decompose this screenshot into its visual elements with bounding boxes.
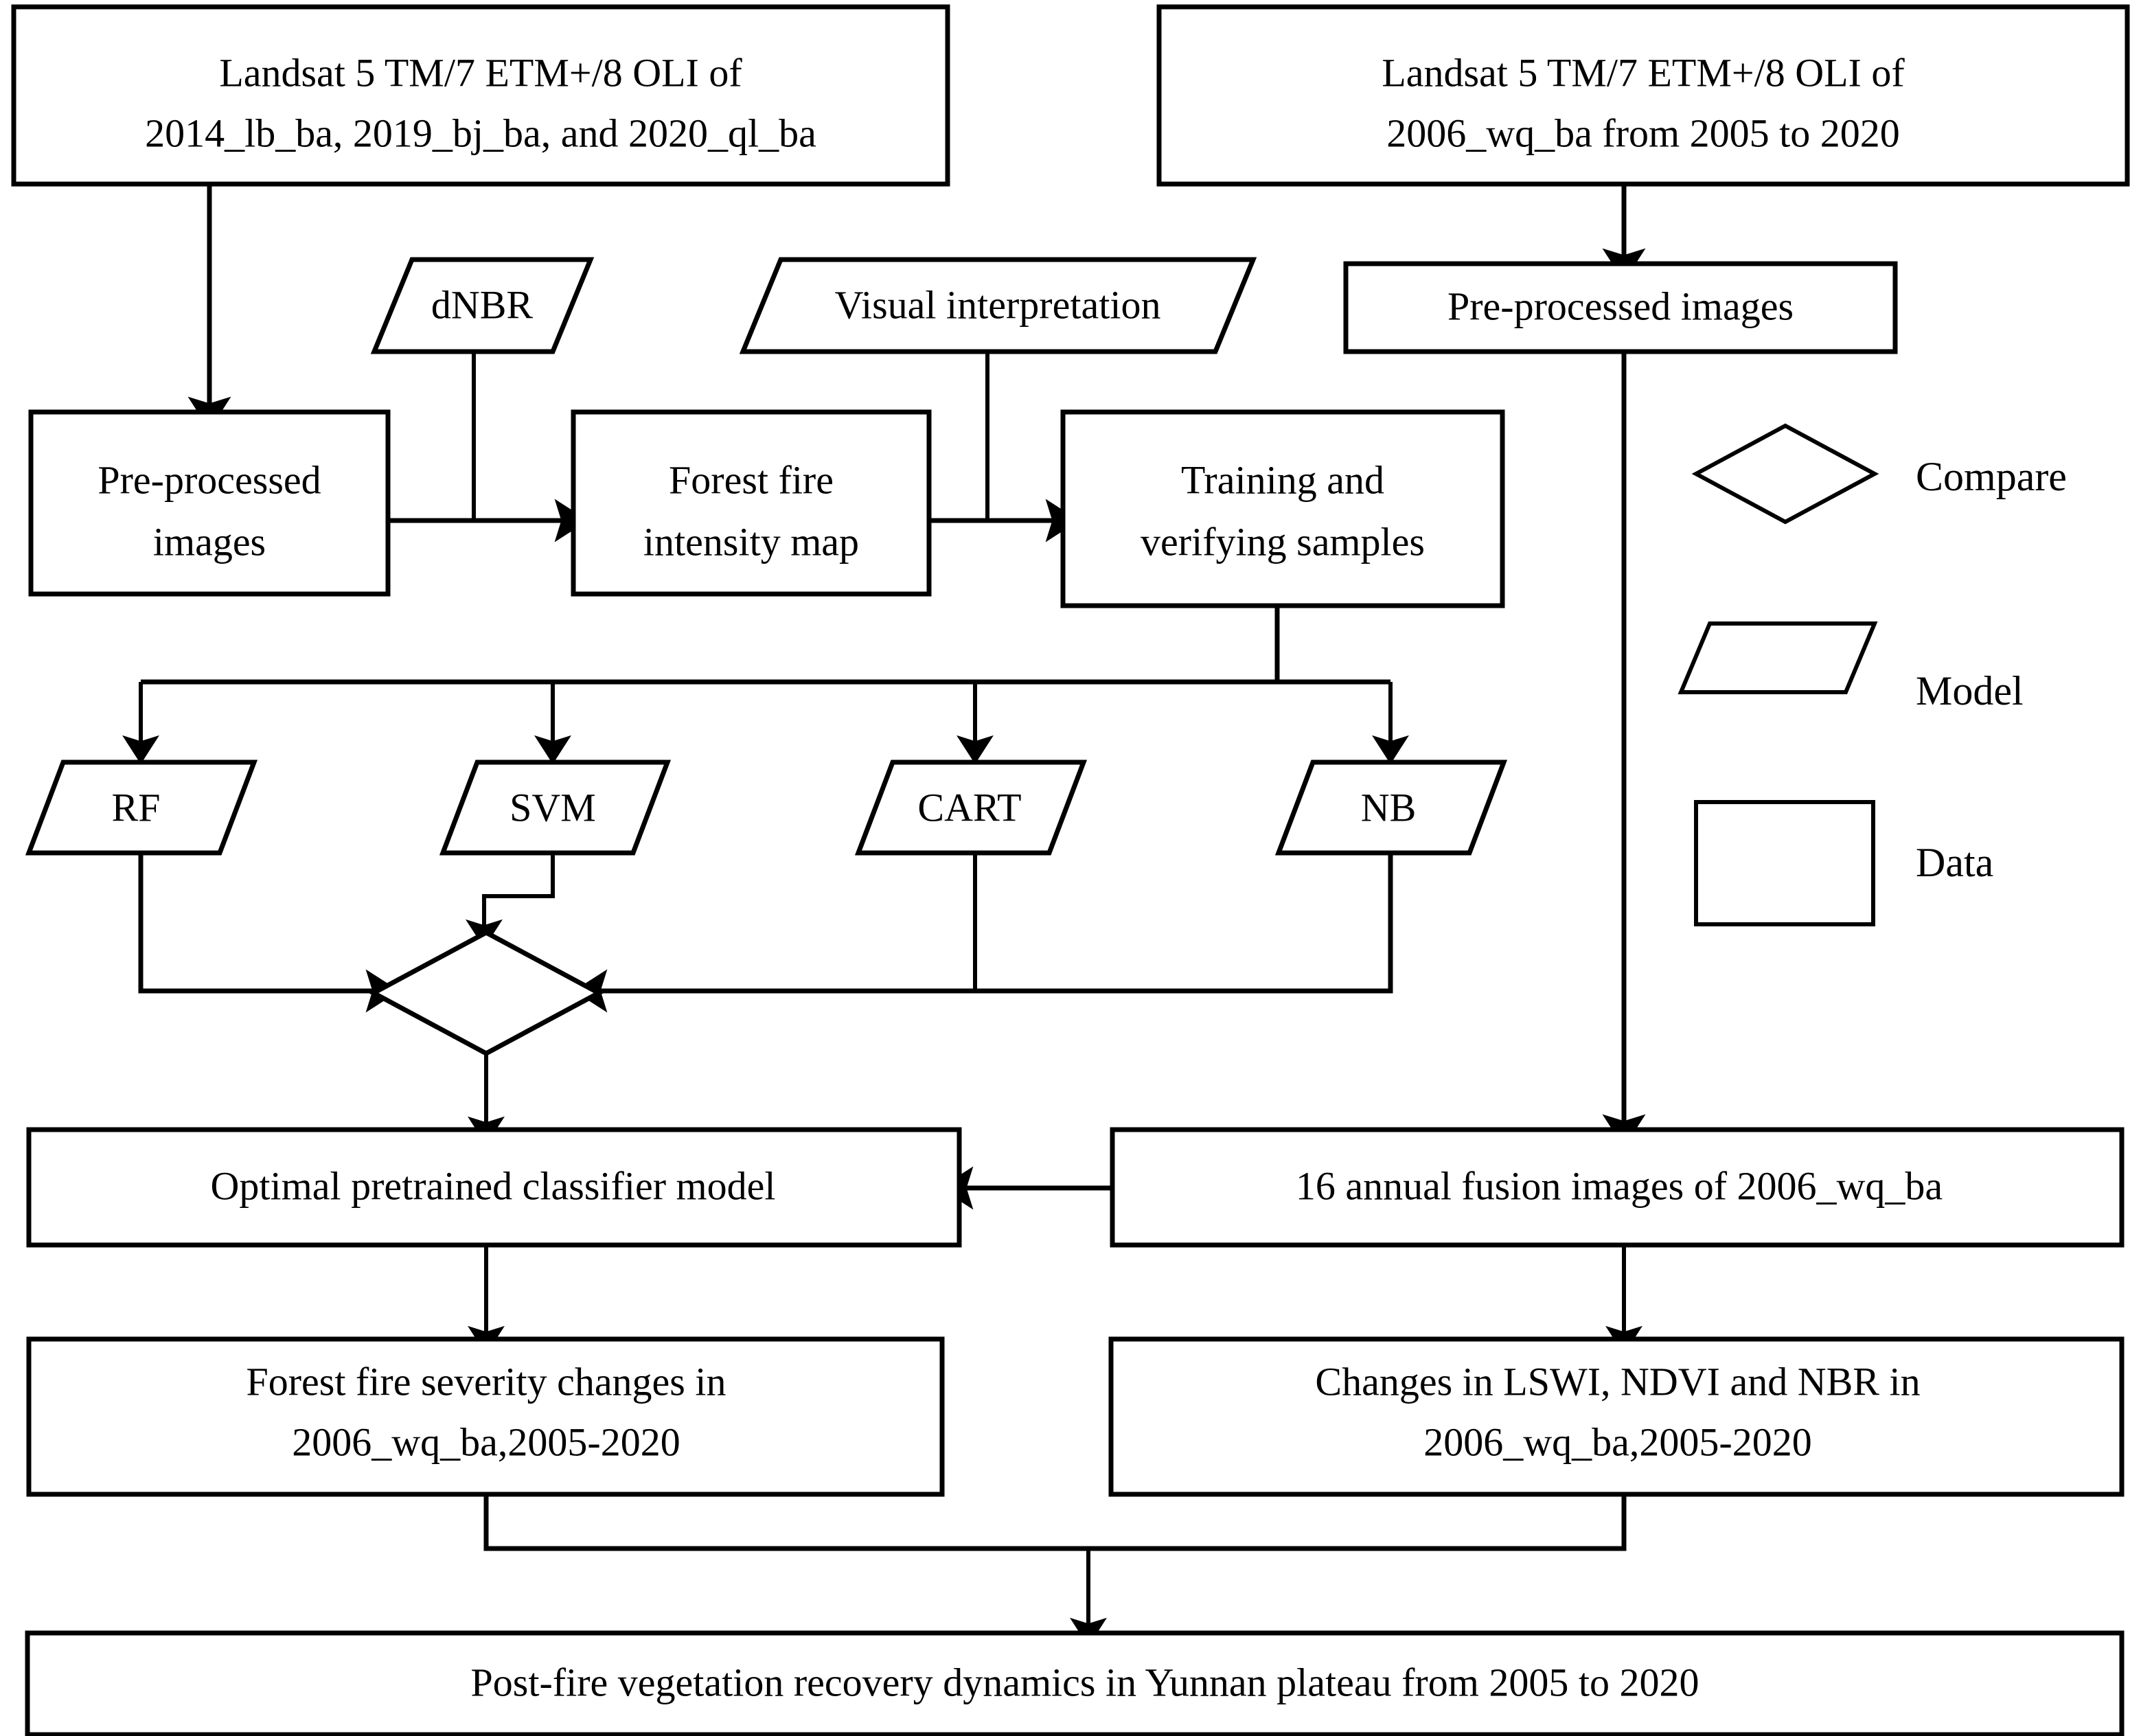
node-fire-intensity-line2: intensity map xyxy=(643,519,859,564)
node-rf[interactable] xyxy=(25,760,258,856)
node-preprocessed-left-line1: Pre-processed xyxy=(98,457,321,502)
node-fusion-images[interactable] xyxy=(1110,1127,2125,1248)
legend-rectangle-icon xyxy=(1694,800,1875,926)
connector-nb-to-compare xyxy=(573,853,1393,1013)
node-severity-line2: 2006_wq_ba,2005-2020 xyxy=(292,1419,680,1464)
node-training-line2: verifying samples xyxy=(1141,519,1425,564)
legend-label-compare: Compare xyxy=(1916,454,2067,499)
node-nb-label: NB xyxy=(1361,785,1417,830)
node-training-samples[interactable] xyxy=(1060,409,1505,608)
node-cart-label: CART xyxy=(917,785,1021,830)
node-fusion-images-label: 16 annual fusion images of 2006_wq_ba xyxy=(1296,1163,1943,1208)
node-landsat-left-line2: 2014_lb_ba, 2019_bj_ba, and 2020_ql_ba xyxy=(145,111,816,155)
node-preprocessed-right-label: Pre-processed images xyxy=(1447,284,1794,328)
node-fire-intensity-map[interactable] xyxy=(571,409,932,597)
node-compare-diamond[interactable] xyxy=(368,930,604,1056)
node-preprocessed-right[interactable] xyxy=(1343,261,1898,354)
node-rf-label: RF xyxy=(112,785,161,830)
connector-rf-to-compare xyxy=(138,853,400,1013)
node-dnbr-label: dNBR xyxy=(431,282,534,327)
node-index-line1: Changes in LSWI, NDVI and NBR in xyxy=(1315,1359,1920,1404)
legend-parallelogram-icon xyxy=(1678,621,1878,694)
node-index-changes[interactable] xyxy=(1108,1336,2125,1497)
node-landsat-right-line1: Landsat 5 TM/7 ETM+/8 OLI of xyxy=(1382,50,1905,95)
node-optimal-model-label: Optimal pretrained classifier model xyxy=(211,1163,776,1208)
node-final-outcome[interactable] xyxy=(25,1630,2125,1736)
connector-merge-bus xyxy=(483,1494,1627,1551)
node-training-line1: Training and xyxy=(1181,457,1384,502)
legend-label-model: Model xyxy=(1916,668,2024,713)
node-fire-intensity-line1: Forest fire xyxy=(669,457,834,502)
node-svm-label: SVM xyxy=(510,785,596,830)
node-severity-line1: Forest fire severity changes in xyxy=(246,1359,726,1404)
connector-training-bus xyxy=(141,606,1280,685)
node-landsat-right[interactable] xyxy=(1156,4,2130,187)
node-cart[interactable] xyxy=(854,760,1088,856)
node-landsat-right-line2: 2006_wq_ba from 2005 to 2020 xyxy=(1386,111,1900,155)
node-svm[interactable] xyxy=(439,760,672,856)
connector-svm-to-compare xyxy=(466,853,555,948)
node-preprocessed-left[interactable] xyxy=(28,409,391,597)
node-visual-interpretation[interactable] xyxy=(739,257,1257,354)
node-preprocessed-left-line2: images xyxy=(153,519,266,564)
node-landsat-left-line1: Landsat 5 TM/7 ETM+/8 OLI of xyxy=(219,50,742,95)
node-dnbr[interactable] xyxy=(370,257,595,354)
node-optimal-model[interactable] xyxy=(26,1127,962,1248)
node-nb[interactable] xyxy=(1274,760,1508,856)
node-severity-changes[interactable] xyxy=(26,1336,945,1497)
node-final-outcome-label: Post-fire vegetation recovery dynamics i… xyxy=(471,1660,1699,1704)
legend-label-data: Data xyxy=(1916,840,1993,885)
node-landsat-left[interactable] xyxy=(11,4,950,187)
legend-diamond-icon xyxy=(1691,423,1879,525)
node-index-line2: 2006_wq_ba,2005-2020 xyxy=(1423,1419,1811,1464)
node-visual-interpretation-label: Visual interpretation xyxy=(835,282,1161,327)
